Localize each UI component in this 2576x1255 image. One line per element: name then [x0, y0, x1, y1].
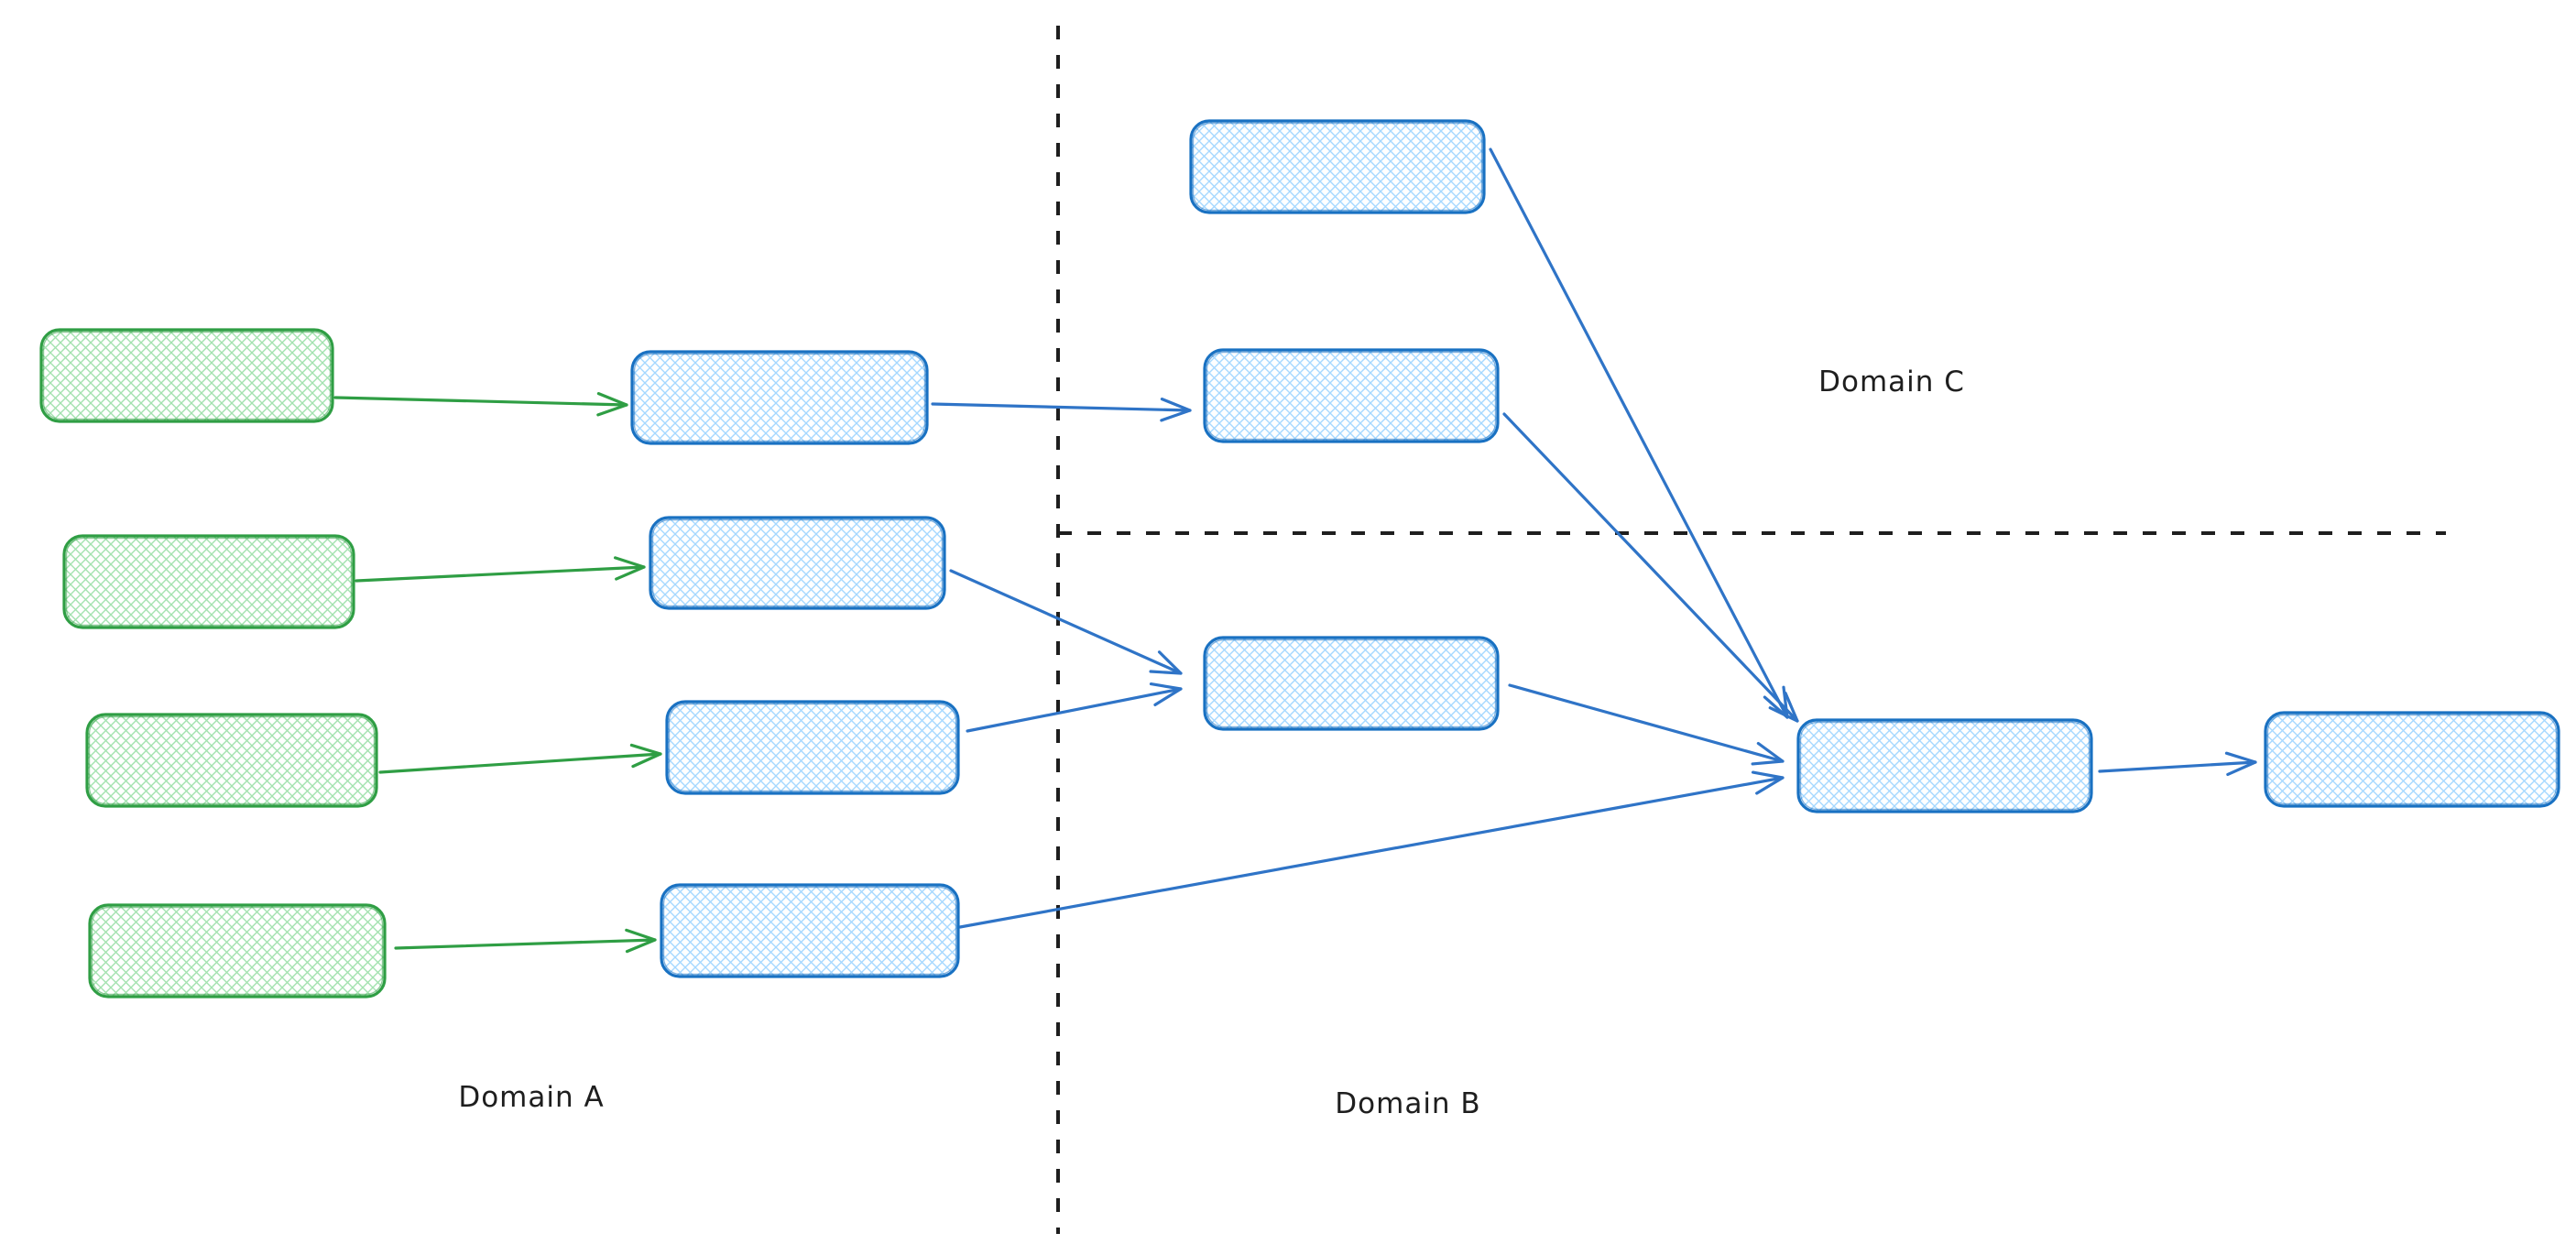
arrow-green-3: [378, 743, 662, 774]
arrow-green-1: [333, 392, 628, 417]
arrow-a4-c1: [958, 770, 1785, 929]
blue-box-top: [1189, 119, 1486, 214]
domain-b-label: Domain B: [1335, 1087, 1481, 1120]
arrow-a1-b1: [931, 398, 1192, 422]
blue-box-a4: [660, 883, 960, 978]
domain-c-label: Domain C: [1818, 366, 1965, 398]
blue-box-a3: [665, 700, 960, 795]
blue-box-a1: [630, 350, 929, 445]
arrow-top-c1: [1489, 147, 1789, 719]
arrow-green-2: [355, 556, 646, 583]
arrow-a2-b2: [949, 569, 1183, 675]
blue-box-b1: [1203, 348, 1500, 443]
blue-box-c2: [2264, 711, 2560, 808]
blue-box-b2: [1203, 636, 1500, 731]
blue-box-c1: [1796, 718, 2093, 813]
arrow-b1-c1: [1502, 412, 1799, 723]
domain-a-label: Domain A: [458, 1081, 605, 1114]
blue-box-a2: [649, 516, 946, 610]
arrow-c1-c2: [2098, 751, 2257, 777]
green-box-2: [62, 534, 355, 629]
arrow-green-4: [394, 928, 657, 954]
green-box-3: [85, 713, 378, 808]
arrow-a3-b2: [966, 682, 1183, 733]
green-box-4: [88, 903, 387, 999]
green-box-1: [39, 328, 334, 423]
arrow-b2-c1: [1508, 683, 1785, 766]
